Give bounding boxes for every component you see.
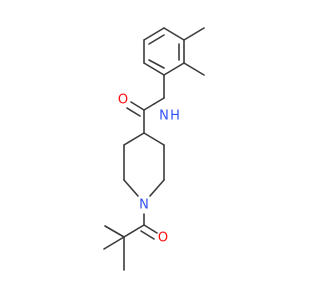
nitrogen-ring-label: N — [139, 198, 149, 213]
oxygen-acyl-label: O — [158, 231, 168, 246]
bond — [143, 132, 165, 146]
bond — [163, 27, 185, 41]
acyl-double-bond-1 — [143, 224, 158, 234]
bond — [149, 179, 165, 197]
benzene-ring — [143, 27, 185, 76]
n-c-bond-a — [153, 97, 165, 105]
double-bond — [148, 59, 165, 69]
methyl-bond-3 — [183, 27, 205, 41]
n-c-bond-b — [143, 103, 155, 111]
piperidine-ring — [123, 132, 165, 197]
double-bond — [148, 34, 165, 45]
bond — [143, 27, 165, 41]
bond — [123, 179, 139, 197]
carbonyl-double-bond-1 — [130, 101, 145, 111]
carbonyl-double-bond-2 — [126, 107, 141, 117]
methyl-bond-2 — [183, 62, 205, 76]
bond — [123, 132, 145, 146]
tbutyl-methyl-bond — [103, 236, 125, 250]
molecule-structure: O N H N O — [103, 27, 205, 271]
hydrogen-amide-label: H — [170, 109, 180, 124]
bond — [163, 62, 185, 76]
acyl-tbutyl-bond — [123, 224, 145, 238]
oxygen-amide-label: O — [118, 93, 128, 108]
tbutyl-methyl-bond — [104, 225, 125, 238]
acyl-double-bond-2 — [140, 230, 155, 240]
nitrogen-amide-label: N — [159, 109, 169, 124]
bond — [143, 62, 165, 76]
